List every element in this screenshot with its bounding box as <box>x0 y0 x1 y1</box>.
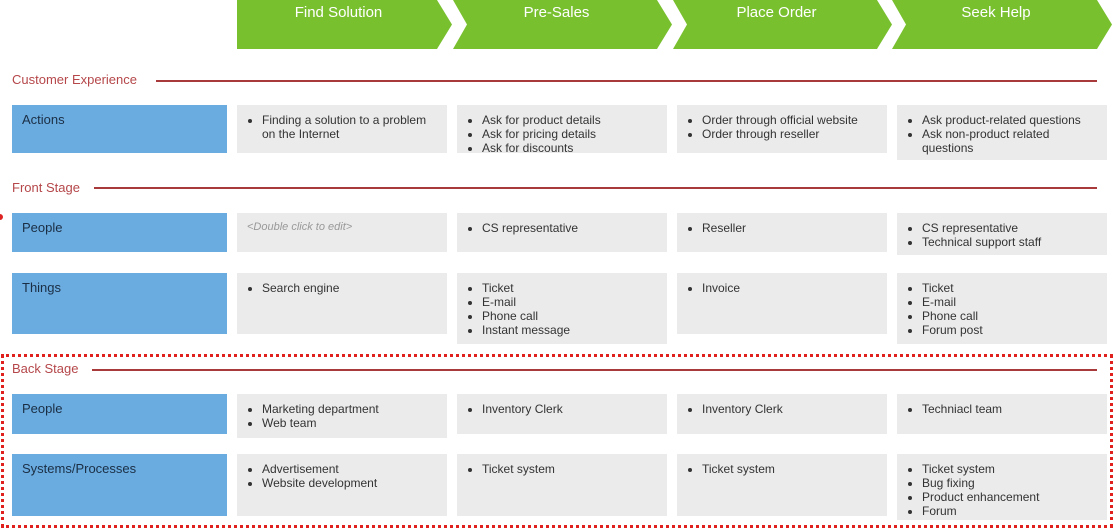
list-item: Order through official website <box>702 113 879 127</box>
list-item: Techniacl team <box>922 402 1099 416</box>
cell-front-people-pre-sales[interactable]: CS representative <box>457 213 667 252</box>
list-item: Technical support staff <box>922 235 1099 249</box>
list-item: Website development <box>262 476 439 490</box>
stage-label: Seek Help <box>961 4 1031 21</box>
list-item: Reseller <box>702 221 879 235</box>
bullet-list: Inventory Clerk <box>677 402 879 416</box>
bullet-list: Marketing departmentWeb team <box>237 402 439 430</box>
cell-front-people-placeholder[interactable]: <Double click to edit> <box>237 213 447 252</box>
list-item: Phone call <box>922 309 1099 323</box>
list-item: Forum post <box>922 323 1099 337</box>
list-item: Bug fixing <box>922 476 1099 490</box>
list-item: E-mail <box>482 295 659 309</box>
list-item: CS representative <box>922 221 1099 235</box>
bullet-list: CS representativeTechnical support staff <box>897 221 1099 249</box>
cell-things-pre-sales[interactable]: TicketE-mailPhone callInstant message <box>457 273 667 344</box>
list-item: E-mail <box>922 295 1099 309</box>
list-item: Ask product-related questions <box>922 113 1099 127</box>
row-label-things[interactable]: Things <box>12 273 227 334</box>
bullet-list: TicketE-mailPhone callForum post <box>897 281 1099 337</box>
list-item: Search engine <box>262 281 439 295</box>
list-item: Ask for discounts <box>482 141 659 155</box>
list-item: Ticket system <box>702 462 879 476</box>
list-item: Phone call <box>482 309 659 323</box>
list-item: Ticket system <box>482 462 659 476</box>
stage-label: Place Order <box>736 4 817 21</box>
cell-actions-find-solution[interactable]: Finding a solution to a problem on the I… <box>237 105 447 153</box>
bullet-list: Ask for product detailsAsk for pricing d… <box>457 113 659 155</box>
cell-back-people-find-solution[interactable]: Marketing departmentWeb team <box>237 394 447 438</box>
cell-systems-find-solution[interactable]: AdvertisementWebsite development <box>237 454 447 516</box>
cell-back-people-pre-sales[interactable]: Inventory Clerk <box>457 394 667 434</box>
bullet-list: AdvertisementWebsite development <box>237 462 439 490</box>
bullet-list: Reseller <box>677 221 879 235</box>
list-item: Instant message <box>482 323 659 337</box>
bullet-list: Ticket system <box>677 462 879 476</box>
bullet-list: TicketE-mailPhone callInstant message <box>457 281 659 337</box>
chevron-shape <box>892 0 1112 49</box>
stage-place-order[interactable]: Place Order <box>673 0 892 49</box>
list-item: Inventory Clerk <box>482 402 659 416</box>
cell-front-people-place-order[interactable]: Reseller <box>677 213 887 252</box>
list-item: Invoice <box>702 281 879 295</box>
list-item: Ticket <box>922 281 1099 295</box>
cell-things-seek-help[interactable]: TicketE-mailPhone callForum post <box>897 273 1107 344</box>
row-label-front-people[interactable]: People <box>12 213 227 252</box>
section-divider <box>156 80 1097 82</box>
list-item: Ask non-product related questions <box>922 127 1099 155</box>
list-item: Inventory Clerk <box>702 402 879 416</box>
list-item: Marketing department <box>262 402 439 416</box>
cell-systems-pre-sales[interactable]: Ticket system <box>457 454 667 516</box>
cell-actions-place-order[interactable]: Order through official websiteOrder thro… <box>677 105 887 153</box>
list-item: Product enhancement <box>922 490 1099 504</box>
cell-actions-pre-sales[interactable]: Ask for product detailsAsk for pricing d… <box>457 105 667 155</box>
cell-things-find-solution[interactable]: Search engine <box>237 273 447 334</box>
cell-back-people-seek-help[interactable]: Techniacl team <box>897 394 1107 434</box>
bullet-list: Search engine <box>237 281 439 295</box>
list-item: Advertisement <box>262 462 439 476</box>
marker-dot <box>0 214 3 220</box>
stage-find-solution[interactable]: Find Solution <box>237 0 452 49</box>
section-customer-experience: Customer Experience <box>12 72 137 87</box>
chevron-shape <box>673 0 892 49</box>
section-divider <box>94 187 1097 189</box>
list-item: Ticket system <box>922 462 1099 476</box>
bullet-list: Finding a solution to a problem on the I… <box>237 113 439 141</box>
back-stage-highlight <box>1 354 1113 528</box>
section-front-stage: Front Stage <box>12 180 80 195</box>
list-item: Finding a solution to a problem on the I… <box>262 113 439 141</box>
stage-label: Find Solution <box>294 4 383 21</box>
chevron-shape <box>453 0 672 49</box>
bullet-list: Invoice <box>677 281 879 295</box>
bullet-list: Order through official websiteOrder thro… <box>677 113 879 141</box>
section-divider <box>92 369 1097 371</box>
list-item: Web team <box>262 416 439 430</box>
list-item: Ticket <box>482 281 659 295</box>
bullet-list: Ticket system <box>457 462 659 476</box>
cell-systems-seek-help[interactable]: Ticket systemBug fixingProduct enhanceme… <box>897 454 1107 520</box>
cell-back-people-place-order[interactable]: Inventory Clerk <box>677 394 887 434</box>
chevron-shape <box>237 0 452 49</box>
section-back-stage: Back Stage <box>12 361 79 376</box>
list-item: Ask for product details <box>482 113 659 127</box>
list-item: Forum <box>922 504 1099 518</box>
cell-front-people-seek-help[interactable]: CS representativeTechnical support staff <box>897 213 1107 255</box>
bullet-list: Techniacl team <box>897 402 1099 416</box>
row-label-systems[interactable]: Systems/Processes <box>12 454 227 516</box>
row-label-actions[interactable]: Actions <box>12 105 227 153</box>
stage-label: Pre-Sales <box>523 4 590 21</box>
cell-systems-place-order[interactable]: Ticket system <box>677 454 887 516</box>
list-item: Order through reseller <box>702 127 879 141</box>
row-label-back-people[interactable]: People <box>12 394 227 434</box>
bullet-list: Ask product-related questionsAsk non-pro… <box>897 113 1099 155</box>
stage-pre-sales[interactable]: Pre-Sales <box>453 0 672 49</box>
bullet-list: Ticket systemBug fixingProduct enhanceme… <box>897 462 1099 518</box>
stage-seek-help[interactable]: Seek Help <box>892 0 1112 49</box>
bullet-list: CS representative <box>457 221 659 235</box>
list-item: Ask for pricing details <box>482 127 659 141</box>
cell-things-place-order[interactable]: Invoice <box>677 273 887 334</box>
cell-actions-seek-help[interactable]: Ask product-related questionsAsk non-pro… <box>897 105 1107 160</box>
bullet-list: Inventory Clerk <box>457 402 659 416</box>
list-item: CS representative <box>482 221 659 235</box>
